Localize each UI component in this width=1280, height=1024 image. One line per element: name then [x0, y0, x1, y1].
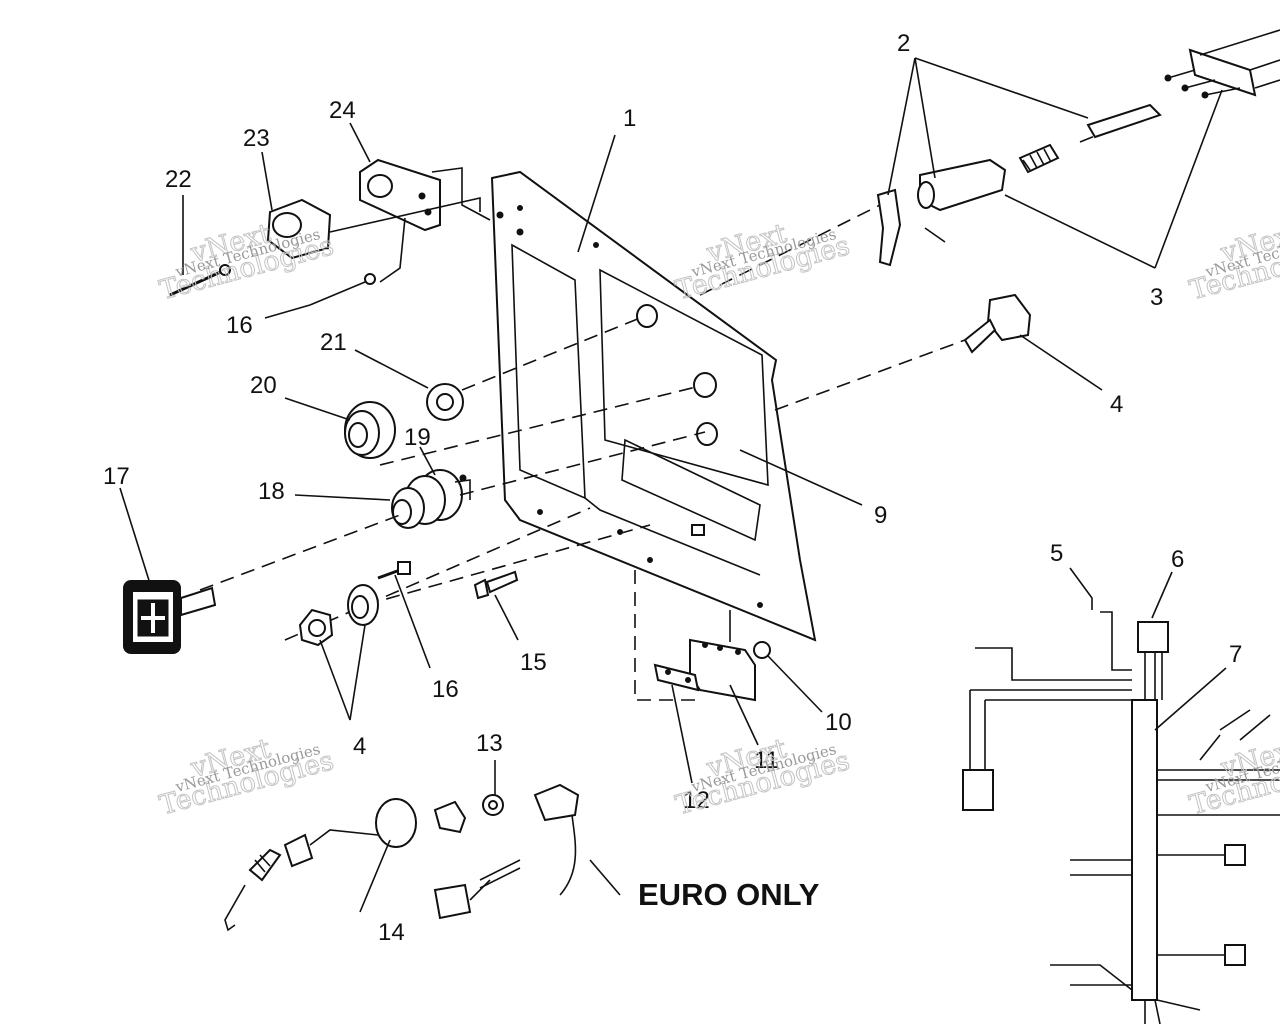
- callout-14: 14: [378, 919, 405, 946]
- nut-part-20: [344, 401, 396, 459]
- callout-2: 2: [897, 30, 910, 57]
- callout-19: 19: [404, 424, 431, 451]
- callout-16-lower: 16: [432, 676, 459, 703]
- plate-part-12: [653, 663, 700, 692]
- callout-22: 22: [165, 166, 192, 193]
- nut-part-10: [753, 641, 771, 659]
- screw-part-22: [169, 264, 231, 297]
- wiring-harness-part-7: [962, 611, 1280, 1024]
- callout-9: 9: [874, 502, 887, 529]
- callout-23: 23: [243, 125, 270, 152]
- dash-panel: [490, 170, 817, 642]
- callout-13: 13: [476, 730, 503, 757]
- washer-part-21: [426, 383, 464, 421]
- leader-lines: [119, 57, 1227, 913]
- callout-17: 17: [103, 463, 130, 490]
- screw-part-16-top: [309, 273, 376, 306]
- bolt-part-15: [473, 570, 519, 600]
- watermark-top-right: vNext Technologies vNext Technologies: [1186, 218, 1280, 307]
- callout-7: 7: [1229, 641, 1242, 668]
- callout-24: 24: [329, 97, 356, 124]
- latch-assembly-part-2-3: [876, 29, 1280, 267]
- callout-6: 6: [1171, 546, 1184, 573]
- callout-4-right: 4: [1110, 391, 1123, 418]
- switch-part-18: [391, 469, 471, 529]
- euro-assembly-part-13-14: [224, 783, 580, 932]
- callout-labels: 1 2 3 4 4 5 6 7 9 10 11 12 13 14 15 16 1…: [103, 30, 1242, 946]
- toggle-switch-part-4: [963, 293, 1032, 354]
- euro-only-note: EURO ONLY: [638, 877, 820, 912]
- watermark-top-center: vNext Technologies vNext Technologies: [672, 218, 854, 307]
- callout-15: 15: [520, 649, 547, 676]
- key-part-17: [123, 580, 217, 654]
- bracket-part-23: [266, 198, 332, 260]
- callout-18: 18: [258, 478, 285, 505]
- callout-21: 21: [320, 329, 347, 356]
- callout-5: 5: [1050, 540, 1063, 567]
- callout-12: 12: [683, 787, 710, 814]
- callout-1: 1: [623, 105, 636, 132]
- callout-11: 11: [754, 747, 779, 774]
- callout-4-lower: 4: [353, 733, 366, 760]
- nut-part-4-lower: [298, 584, 379, 647]
- callout-3: 3: [1150, 284, 1163, 311]
- bracket-part-11: [689, 610, 756, 702]
- watermark-bottom-left: vNext Technologies vNext Technologies: [156, 733, 338, 822]
- screw-part-16-lower: [377, 561, 411, 580]
- callout-16-top: 16: [226, 312, 253, 339]
- callout-10: 10: [825, 709, 852, 736]
- bracket-part-24: [359, 158, 441, 232]
- callout-20: 20: [250, 372, 277, 399]
